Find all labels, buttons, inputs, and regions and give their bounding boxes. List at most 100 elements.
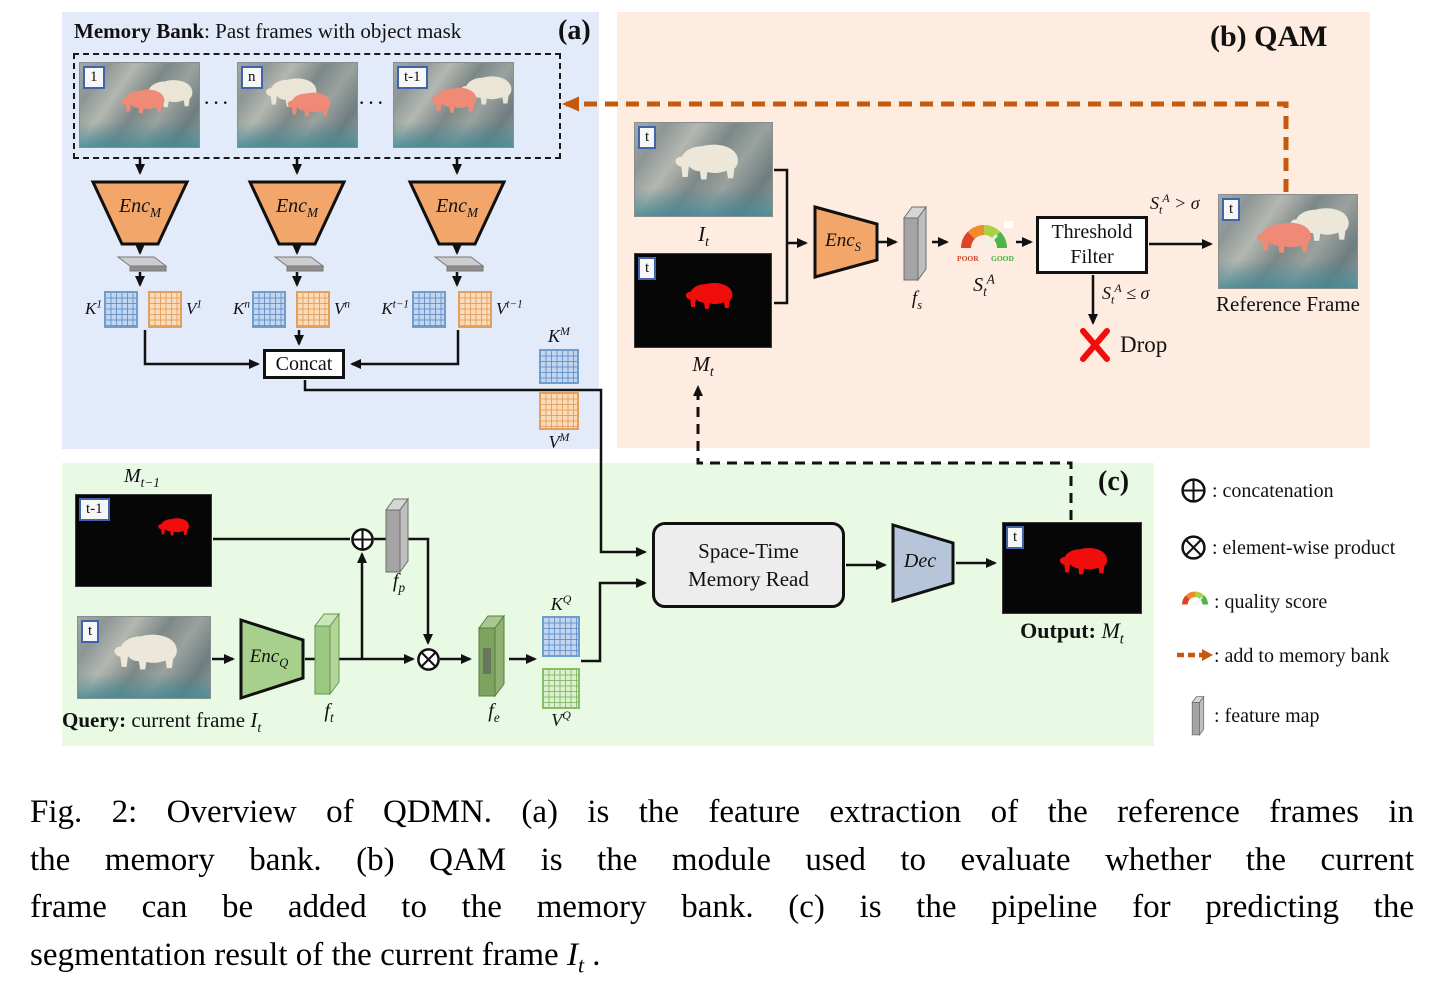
value-grid-t-1 bbox=[458, 291, 492, 328]
quality-gauge-icon bbox=[1181, 589, 1212, 606]
memory-value-grid bbox=[539, 392, 579, 430]
fail-condition-label: StA ≤ σ bbox=[1102, 281, 1150, 307]
masked-bear-icon bbox=[287, 92, 330, 117]
concatenation-operator-icon bbox=[351, 528, 374, 551]
vm-label: VM bbox=[548, 430, 570, 452]
prev-mask-feature-map-icon bbox=[385, 497, 409, 574]
frame-tag: t-1 bbox=[397, 66, 428, 89]
caption-line: frame can be added to the memory bank. (… bbox=[30, 889, 1414, 925]
caption-line: segmentation result of the current frame… bbox=[30, 936, 601, 978]
ft-label: ft bbox=[324, 700, 334, 725]
memory-encoder-3-label: EncM bbox=[435, 195, 479, 220]
output-caption: Output: Mt bbox=[1020, 618, 1124, 648]
red-mask-bear-icon bbox=[685, 283, 733, 310]
pass-condition-label: StA > σ bbox=[1150, 191, 1200, 217]
frame-tag: t bbox=[638, 257, 657, 280]
white-bear-icon bbox=[114, 634, 178, 670]
drop-label: Drop bbox=[1120, 332, 1168, 357]
panel-a-title: Memory Bank: Past frames with object mas… bbox=[74, 19, 462, 43]
current-frame-mask: t bbox=[634, 253, 772, 348]
feature-map-slab-icon bbox=[1191, 695, 1205, 737]
panel-a-label: (a) bbox=[558, 15, 591, 46]
panel-b-qam: (b) QAM t It t Mt EncS bbox=[617, 12, 1370, 448]
memory-bank-dashed-box bbox=[73, 53, 561, 159]
drop-x-icon bbox=[1080, 328, 1110, 362]
panel-a-memory-bank: Memory Bank: Past frames with object mas… bbox=[62, 12, 599, 452]
memory-encoder-3 bbox=[407, 180, 507, 246]
panel-c-pipeline: (c) Mt−1 t-1 fp bbox=[62, 463, 1154, 746]
flat-feature-slab-icon bbox=[273, 256, 325, 272]
svg-text:POOR: POOR bbox=[957, 254, 979, 263]
query-key-grid bbox=[542, 616, 580, 657]
query-caption: Query: current frame It bbox=[62, 708, 262, 736]
memory-encoder-1 bbox=[90, 180, 190, 246]
legend-item-label: : quality score bbox=[1214, 591, 1328, 613]
query-feature-map-icon bbox=[314, 612, 340, 696]
flat-feature-slab-icon bbox=[433, 256, 485, 272]
v1-label: V1 bbox=[186, 298, 202, 318]
vn-label: Vn bbox=[334, 298, 350, 318]
current-frame-image: t bbox=[634, 122, 773, 217]
query-value-grid bbox=[542, 668, 580, 709]
space-time-memory-read-box: Space-Time Memory Read bbox=[652, 522, 845, 608]
frame-tag: t-1 bbox=[79, 498, 110, 521]
fe-label: fe bbox=[488, 700, 500, 725]
caption-line: Fig. 2: Overview of QDMN. (a) is the fea… bbox=[30, 794, 1414, 830]
white-bear-icon bbox=[675, 144, 739, 180]
memory-encoder-2-label: EncM bbox=[275, 195, 319, 220]
enhanced-feature-map-icon bbox=[478, 614, 505, 698]
fs-label: fs bbox=[911, 288, 923, 312]
frame-tag: t bbox=[1006, 526, 1025, 549]
value-grid-n bbox=[296, 291, 330, 328]
red-mask-bear-icon bbox=[1060, 547, 1108, 575]
query-frame: t bbox=[77, 616, 211, 699]
flat-feature-slab-icon bbox=[116, 256, 168, 272]
mt-label: Mt bbox=[692, 352, 714, 380]
reference-frame-label: Reference Frame bbox=[1216, 292, 1360, 316]
legend-item-label: : feature map bbox=[1214, 705, 1320, 727]
key-grid-n bbox=[252, 291, 286, 328]
element-wise-product-operator-icon bbox=[417, 648, 440, 671]
orange-dashed-arrow-icon bbox=[1177, 649, 1213, 661]
panel-c-label: (c) bbox=[1098, 466, 1130, 497]
it-label: It bbox=[698, 222, 709, 250]
query-encoder-label: EncQ bbox=[249, 646, 289, 670]
reference-frame: t bbox=[1218, 194, 1358, 289]
k1-label: K1 bbox=[85, 298, 102, 318]
circle-plus-icon bbox=[1181, 478, 1206, 503]
memory-encoder-1-label: EncM bbox=[118, 195, 162, 220]
figure-caption: Fig. 2: Overview of QDMN. (a) is the fea… bbox=[30, 789, 1414, 979]
legend-item-label: : concatenation bbox=[1212, 480, 1334, 502]
masked-bear-icon bbox=[431, 87, 477, 113]
kn-label: Kn bbox=[233, 298, 250, 318]
ellipsis: ··· bbox=[203, 90, 231, 115]
prev-mask-label: Mt−1 bbox=[124, 465, 160, 490]
score-label: StA bbox=[973, 271, 995, 299]
score-feature-map-icon bbox=[903, 205, 927, 282]
kt1-label: Kt−1 bbox=[381, 298, 409, 318]
vq-label: VQ bbox=[551, 708, 571, 730]
masked-bear-icon bbox=[1257, 223, 1311, 254]
concat-box: Concat bbox=[263, 349, 345, 379]
memory-encoder-2 bbox=[247, 180, 347, 246]
panel-b-label: (b) QAM bbox=[1210, 20, 1328, 53]
quality-gauge-icon: POOR GOOD bbox=[957, 221, 1014, 263]
memory-key-grid bbox=[539, 349, 579, 384]
decoder bbox=[891, 522, 955, 604]
frame-tag: 1 bbox=[83, 66, 105, 89]
frame-tag: t bbox=[1222, 198, 1241, 221]
kq-label: KQ bbox=[550, 592, 572, 614]
vt1-label: Vt−1 bbox=[496, 298, 523, 318]
frame-tag: n bbox=[241, 66, 263, 89]
frame-tag: t bbox=[81, 620, 100, 643]
previous-mask-frame: t-1 bbox=[75, 494, 212, 587]
frame-tag: t bbox=[638, 126, 657, 149]
memory-frame-1: 1 bbox=[79, 62, 200, 148]
query-encoder bbox=[239, 617, 305, 701]
score-encoder-label: EncS bbox=[825, 230, 861, 254]
output-mask-frame: t bbox=[1002, 522, 1142, 614]
caption-line: the memory bank. (b) QAM is the module u… bbox=[30, 841, 1414, 878]
threshold-filter-box: Threshold Filter bbox=[1036, 216, 1148, 274]
ellipsis: ··· bbox=[358, 90, 386, 115]
